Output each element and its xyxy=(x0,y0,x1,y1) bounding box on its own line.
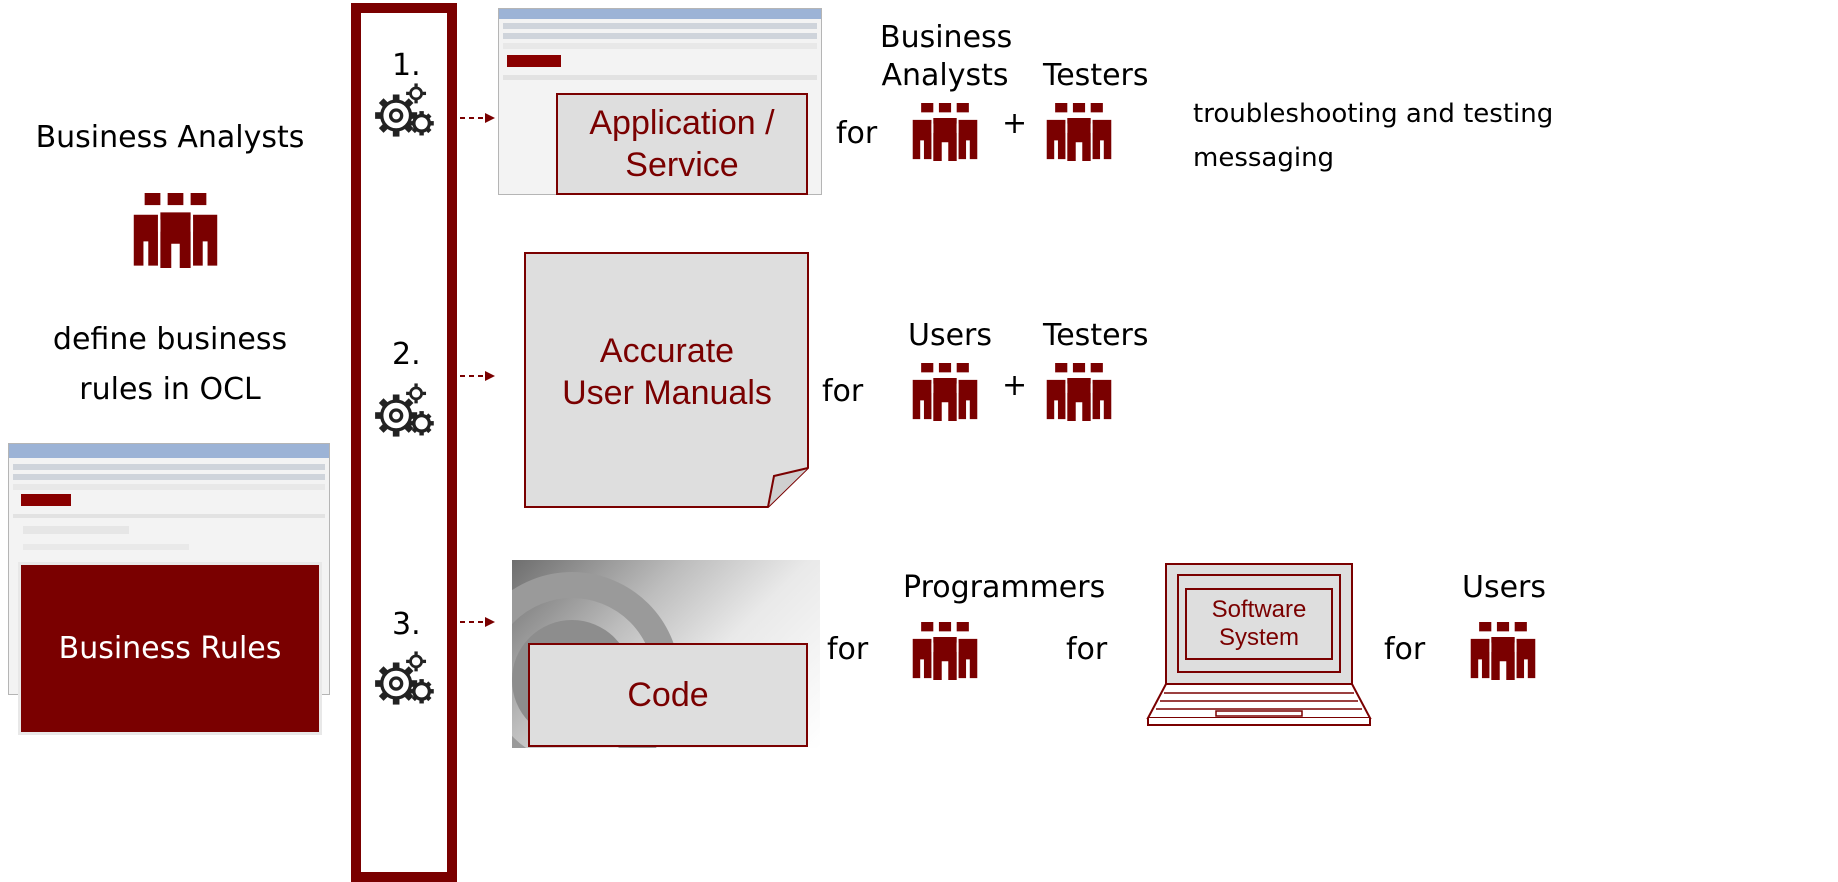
user-manual-box: Accurate User Manuals xyxy=(524,330,810,414)
arrow-right-icon xyxy=(460,371,495,381)
business-rules-box: Business Rules xyxy=(18,562,322,735)
left-caption-line2: rules in OCL xyxy=(79,372,261,407)
manual-box-line1: Accurate xyxy=(599,332,735,370)
row1-group1-line1: Business xyxy=(880,20,1013,55)
people-group-icon xyxy=(912,622,978,680)
row1-group1-line2: Analysts xyxy=(881,58,1009,93)
row1-note-line1: troubleshooting and testing xyxy=(1193,99,1554,129)
system-line1: Software xyxy=(1211,596,1307,623)
arrow-right-icon xyxy=(460,113,495,123)
left-title: Business Analysts xyxy=(35,120,305,155)
for-label: for xyxy=(1066,632,1108,667)
system-line2: System xyxy=(1218,624,1299,651)
for-label: for xyxy=(836,116,878,151)
row2-group2: Testers xyxy=(1043,318,1149,353)
application-box-line1: Application / xyxy=(589,104,775,142)
code-box: Code xyxy=(528,643,808,747)
gears-icon xyxy=(374,82,436,138)
application-box-line2: Service xyxy=(625,146,739,184)
step-3-number: 3. xyxy=(392,607,421,642)
gears-icon xyxy=(374,650,436,706)
left-caption-line1: define business xyxy=(52,322,288,357)
user-manual-document xyxy=(524,252,809,508)
application-service-box: Application / Service xyxy=(556,93,808,195)
for-label: for xyxy=(827,632,869,667)
row3-group1: Programmers xyxy=(903,570,1106,605)
people-group-icon xyxy=(133,193,218,268)
people-group-icon xyxy=(1046,103,1112,161)
row2-group1: Users xyxy=(908,318,993,353)
row1-note-line2: messaging xyxy=(1193,143,1335,173)
step-2-number: 2. xyxy=(392,337,421,372)
manual-box-line2: User Manuals xyxy=(562,374,772,412)
row3-group2: Users xyxy=(1462,570,1547,605)
people-group-icon xyxy=(1046,363,1112,421)
business-rules-label: Business Rules xyxy=(58,631,282,666)
software-system-box: Software System xyxy=(1185,588,1333,660)
gears-icon xyxy=(374,382,436,438)
people-group-icon xyxy=(912,363,978,421)
plus-sign: + xyxy=(1002,368,1028,403)
plus-sign: + xyxy=(1002,106,1028,141)
arrow-right-icon xyxy=(460,617,495,627)
step-1-number: 1. xyxy=(392,48,421,83)
code-box-label: Code xyxy=(627,676,709,714)
for-label: for xyxy=(822,374,864,409)
people-group-icon xyxy=(912,103,978,161)
for-label: for xyxy=(1384,632,1426,667)
row1-group2: Testers xyxy=(1043,58,1149,93)
people-group-icon xyxy=(1470,622,1536,680)
